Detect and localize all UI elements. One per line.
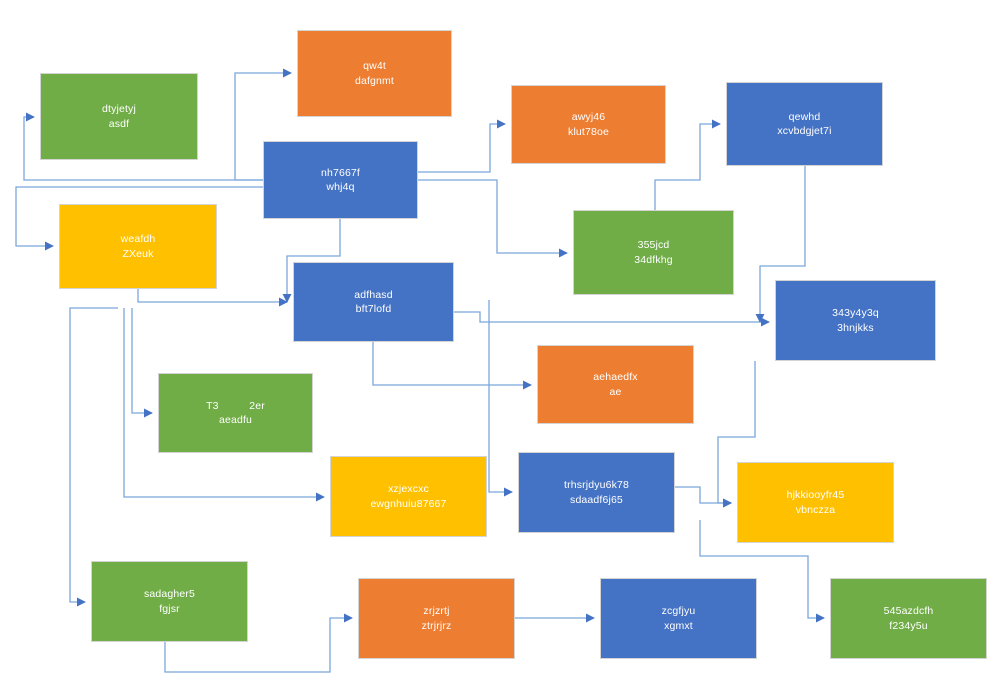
- node-zcgfjyu[interactable]: zcgfjyu xgmxt: [600, 578, 757, 659]
- node-355jcd[interactable]: 355jcd 34dfkhg: [573, 210, 734, 295]
- edge-nh7667f-355jcd: [418, 179, 568, 258]
- node-label-line2: whj4q: [326, 181, 355, 193]
- node-label-line1: zrjzrtj: [423, 605, 450, 618]
- node-hjkkiooyfr45[interactable]: hjkkiooyfr45 vbnczza: [737, 462, 894, 543]
- node-label-line2: 3hnjkks: [837, 321, 874, 334]
- node-label-line1: trhsrjdyu6k78: [564, 479, 629, 492]
- node-aehaedfx[interactable]: aehaedfx ae: [537, 345, 694, 424]
- node-343y4y3q[interactable]: 343y4y3q 3hnjkks: [775, 280, 936, 361]
- edge-weafdh-adfhasd: [137, 289, 288, 307]
- node-dtyjetyj[interactable]: dtyjetyj asdf: [40, 73, 198, 160]
- node-adfhasd[interactable]: adfhasd bft7lofd: [293, 262, 454, 342]
- node-label-line1: weafdh: [120, 233, 156, 246]
- node-label-line2: klut78oe: [568, 125, 609, 138]
- node-label-line1: adfhasd: [354, 288, 393, 301]
- node-label-line2: ae: [609, 385, 622, 398]
- node-label-line1: hjkkiooyfr45: [786, 489, 845, 502]
- node-label-line1: zcgfjyu: [661, 605, 696, 618]
- node-label-line2: sdaadf6j65: [570, 493, 623, 506]
- edge-weafdh-T3_2er: [131, 308, 153, 418]
- node-label-line2: fgjsr: [159, 602, 180, 615]
- node-label-line2: asdf: [108, 117, 130, 130]
- node-nh7667f[interactable]: nh7667f whj4q: [263, 141, 418, 219]
- node-label-line1: dtyjetyj: [102, 103, 136, 116]
- node-xzjexcxc[interactable]: xzjexcxc ewgnhuiu87667: [330, 456, 487, 537]
- node-label-line1: T3 2er: [206, 399, 265, 412]
- node-zrjzrtj[interactable]: zrjzrtj ztrjrjrz: [358, 578, 515, 659]
- edge-trhsrjdyu-hjkkiooyfr: [675, 486, 732, 508]
- node-t3-2er[interactable]: T3 2er aeadfu: [158, 373, 313, 453]
- node-label-line2: dafgnmt: [355, 74, 394, 87]
- node-545azdcfh[interactable]: 545azdcfh f234y5u: [830, 578, 987, 659]
- node-label-line2: ZXeuk: [122, 247, 154, 260]
- node-label-line1: qw4t: [363, 60, 386, 73]
- node-trhsrjdyu6k78[interactable]: trhsrjdyu6k78 sdaadf6j65: [518, 452, 675, 533]
- edge-nh7667f-awyj46: [418, 119, 506, 173]
- edge-adfhasd-aehaedfx: [372, 342, 532, 390]
- node-label-line1: qewhd: [788, 110, 821, 123]
- node-label-line2: 34dfkhg: [634, 253, 673, 266]
- node-sadagher5[interactable]: sadagher5 fgjsr: [91, 561, 248, 642]
- node-label-line1: xzjexcxc: [388, 483, 429, 496]
- node-awyj46[interactable]: awyj46 klut78oe: [511, 85, 666, 164]
- node-label-line2: xcvbdgjet7i: [777, 125, 832, 137]
- node-label-line2: xgmxt: [664, 619, 693, 632]
- node-qewhd[interactable]: qewhd xcvbdgjet7i: [726, 82, 883, 166]
- node-label-line1: 355jcd: [637, 239, 670, 252]
- node-weafdh[interactable]: weafdh ZXeuk: [59, 204, 217, 289]
- node-qw4t[interactable]: qw4t dafgnmt: [297, 30, 452, 117]
- node-label-line1: sadagher5: [144, 588, 195, 601]
- node-label-line2: ewgnhuiu87667: [370, 497, 447, 510]
- edge-adfhasd-343y4y3q: [454, 311, 770, 327]
- edge-adfhasd-trhsrjdyu: [488, 300, 513, 497]
- node-label-line2: bft7lofd: [355, 303, 392, 315]
- node-label-line1: awyj46: [571, 111, 606, 124]
- node-label-line2: f234y5u: [889, 619, 928, 632]
- node-label-line1: 545azdcfh: [883, 605, 934, 618]
- node-label-line2: vbnczza: [795, 503, 836, 516]
- node-label-line1: aehaedfx: [593, 371, 638, 384]
- node-label-line1: 343y4y3q: [832, 307, 879, 320]
- node-label-line1: nh7667f: [320, 166, 360, 179]
- node-label-line2: aeadfu: [218, 414, 252, 426]
- node-label-line2: ztrjrjrz: [421, 619, 452, 632]
- edge-weafdh-sadagher5: [69, 307, 118, 607]
